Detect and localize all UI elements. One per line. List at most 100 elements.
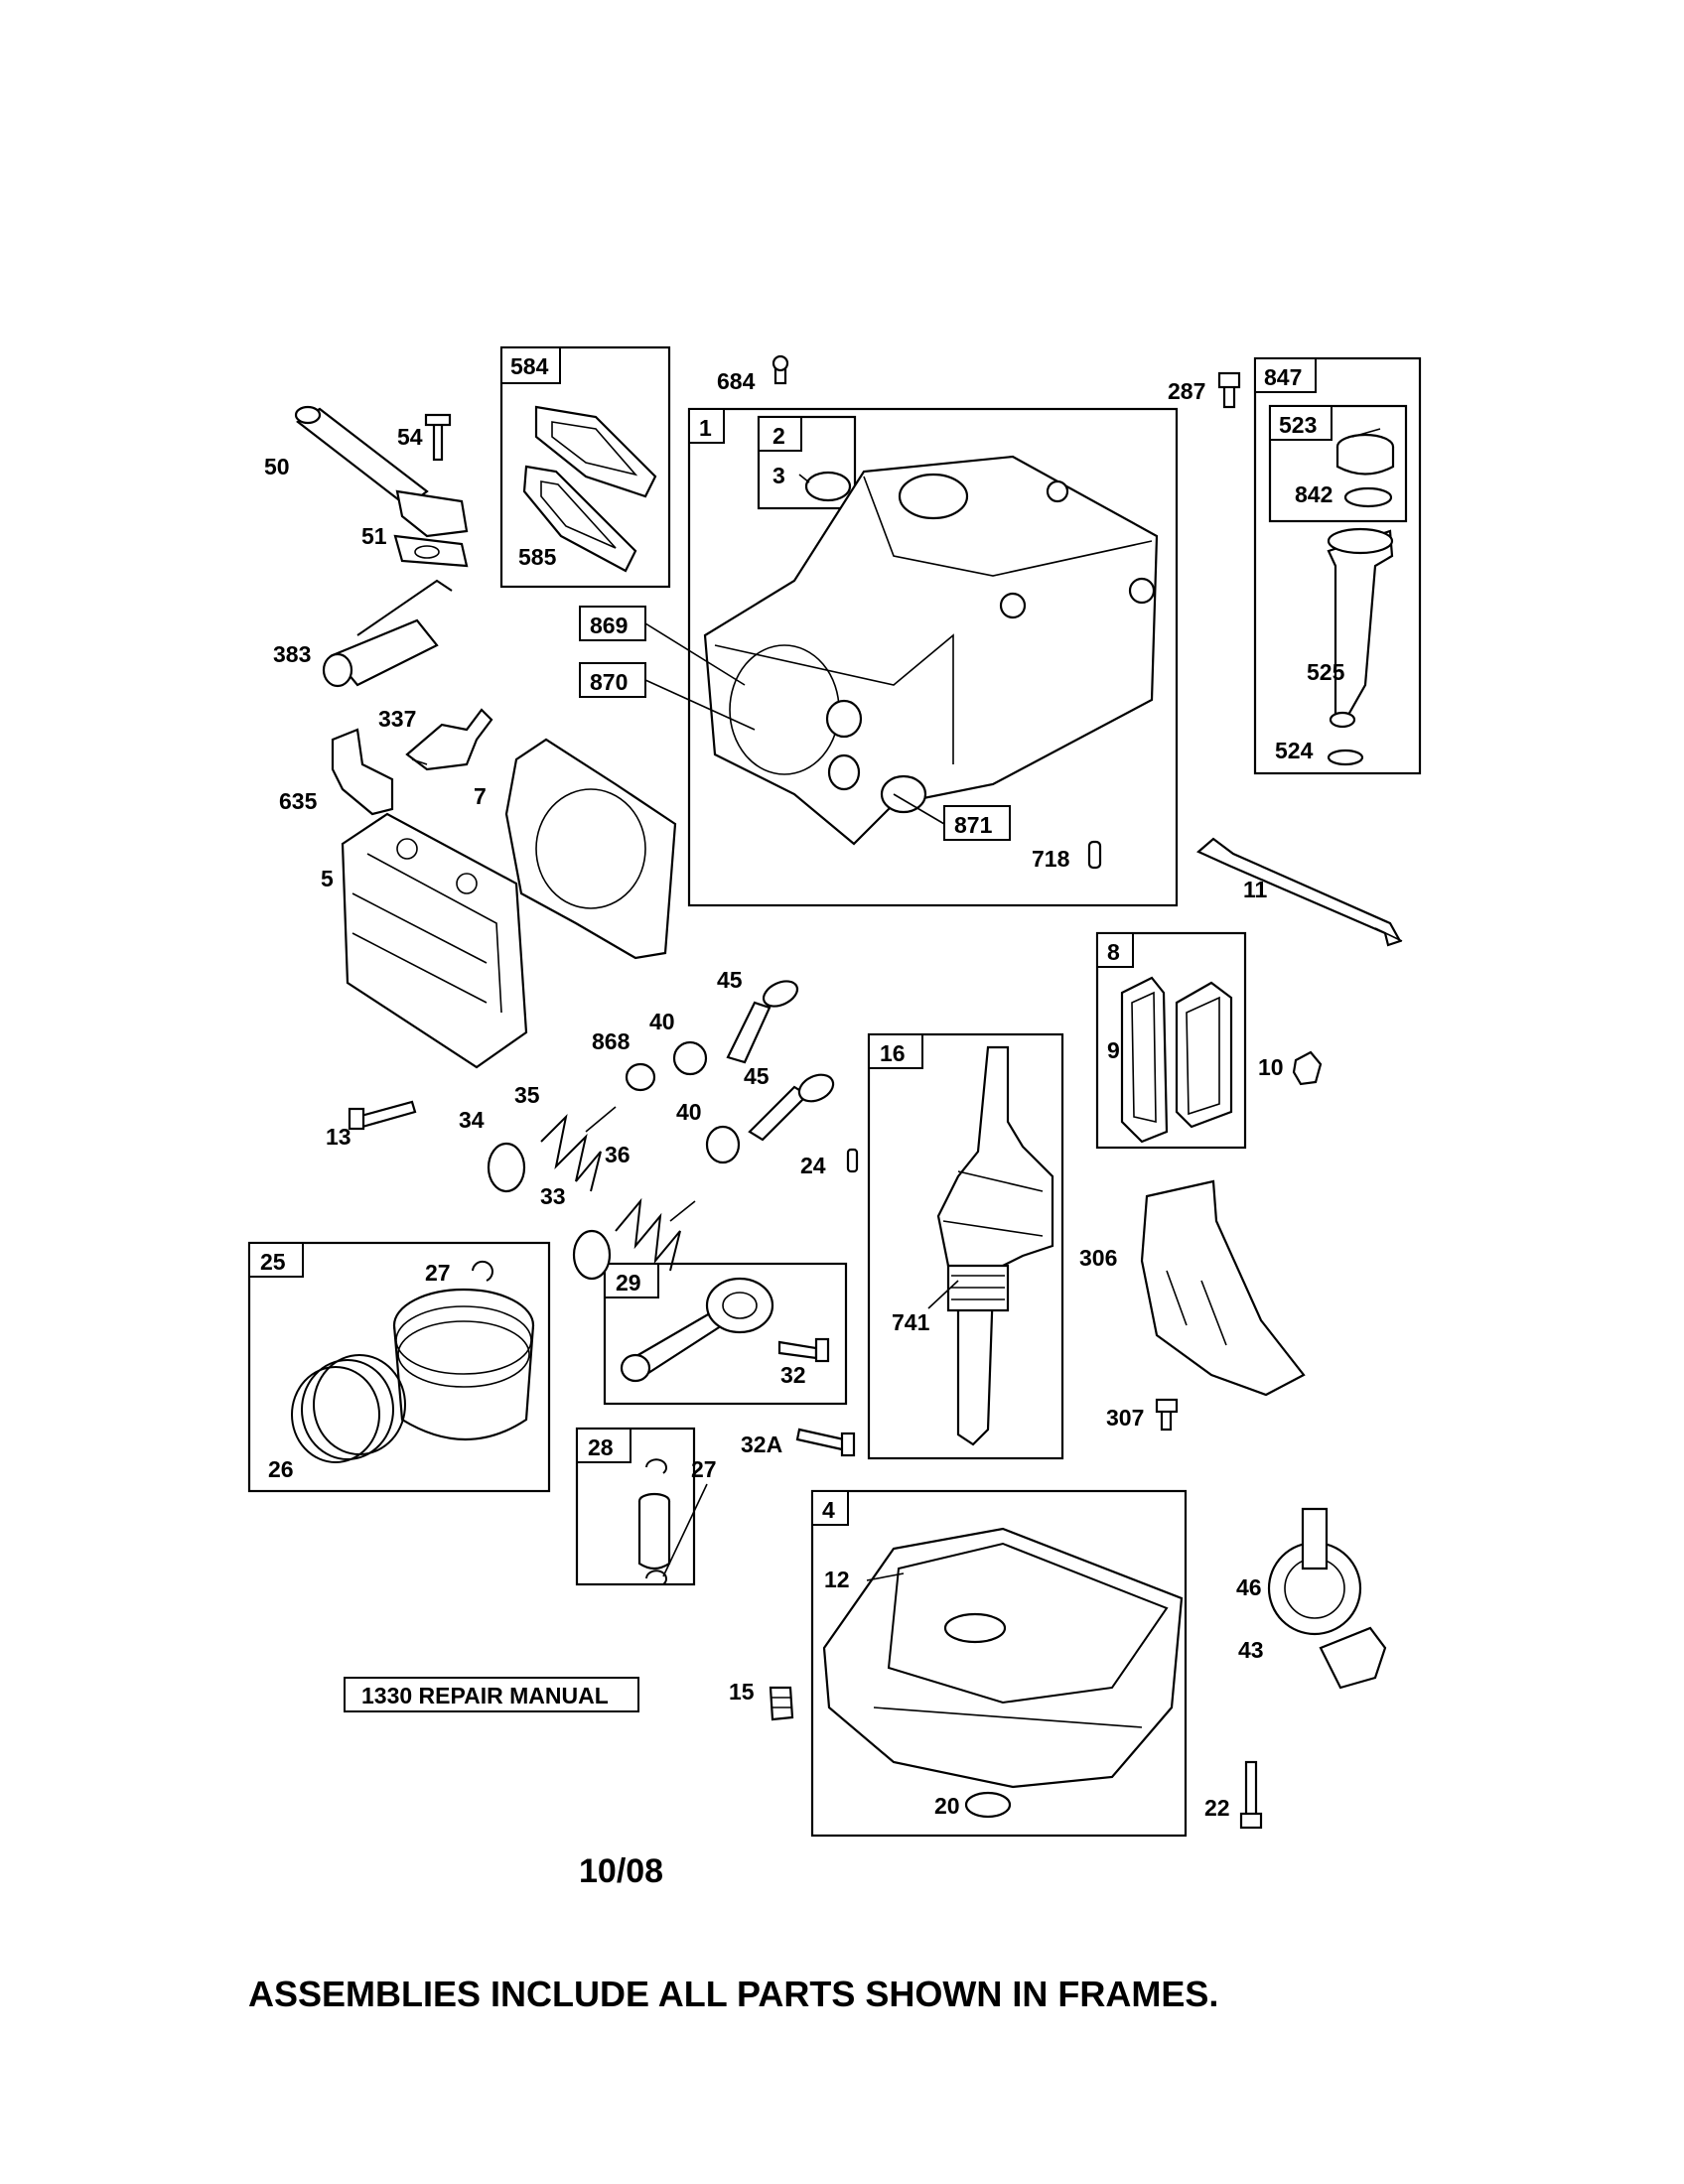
part-287-plug (1217, 371, 1241, 409)
part-868-seal (625, 1062, 656, 1092)
label-36: 36 (605, 1142, 631, 1167)
leader-3 (798, 474, 810, 483)
assembly-footnote: ASSEMBLIES INCLUDE ALL PARTS SHOWN IN FR… (248, 1974, 1219, 2014)
part-35-spring (540, 1106, 617, 1192)
part-684-screw (772, 354, 789, 385)
label-15: 15 (729, 1679, 755, 1705)
part-10-screw (1292, 1050, 1323, 1086)
label-51: 51 (361, 523, 387, 549)
part-524-o-ring (1327, 749, 1364, 766)
label-10: 10 (1258, 1054, 1284, 1080)
label-27-b: 27 (691, 1456, 717, 1482)
part-28-wrist-pin (637, 1492, 671, 1570)
tag-box-8 (1096, 932, 1134, 968)
part-40-retainer-a (672, 1040, 708, 1076)
part-842-o-ring (1343, 486, 1393, 508)
label-287: 287 (1168, 378, 1205, 404)
frame-label-870: 870 (590, 669, 628, 695)
part-54-bolt (424, 413, 452, 462)
frame-29 (603, 1262, 848, 1406)
label-11: 11 (1243, 877, 1268, 902)
frame-2 (757, 415, 857, 510)
part-16-crankshaft (936, 1045, 1054, 1446)
label-33: 33 (540, 1183, 566, 1209)
label-718: 718 (1032, 846, 1070, 872)
part-27-clip-c (645, 1570, 667, 1585)
part-32-screw (777, 1337, 830, 1363)
label-40-a: 40 (649, 1009, 675, 1034)
label-27-a: 27 (425, 1260, 451, 1286)
label-20: 20 (934, 1793, 960, 1819)
part-25-piston (392, 1288, 535, 1441)
label-684: 684 (717, 368, 756, 394)
part-4-sump (822, 1527, 1184, 1789)
tag-box-870 (579, 662, 646, 698)
repair-manual-label: 1330 REPAIR MANUAL (344, 1677, 639, 1712)
frame-label-523: 523 (1279, 412, 1317, 438)
part-20-seal (964, 1791, 1012, 1819)
revision-date: 10/08 (579, 1852, 664, 1890)
part-525-fill-tube (1327, 527, 1394, 729)
leader-27-a (662, 1483, 708, 1577)
frame-4 (810, 1489, 1188, 1838)
label-13: 13 (326, 1124, 351, 1150)
part-22-screw (1239, 1760, 1263, 1830)
part-26-rings (291, 1354, 406, 1463)
frame-label-25: 25 (260, 1249, 286, 1275)
tag-box-2 (758, 416, 802, 452)
part-13-screw (348, 1100, 417, 1131)
frame-label-29: 29 (616, 1270, 641, 1296)
frame-label-2: 2 (772, 423, 785, 449)
part-7-head-gasket (504, 738, 677, 960)
frame-label-28: 28 (588, 1434, 614, 1460)
label-868: 868 (592, 1028, 631, 1054)
leader-869 (644, 622, 746, 686)
part-718-pin (1087, 840, 1102, 870)
label-307: 307 (1106, 1405, 1144, 1431)
frame-label-871: 871 (954, 812, 993, 838)
part-40-retainer-b (705, 1125, 741, 1164)
leader-741 (927, 1280, 959, 1309)
tag-box-1 (688, 408, 725, 444)
label-741: 741 (892, 1309, 930, 1335)
tag-box-871 (943, 805, 1011, 841)
part-11-dipstick (1195, 837, 1403, 947)
part-15-plug (769, 1686, 794, 1721)
part-5-cylinder-head (341, 812, 528, 1069)
part-33-valve (572, 1229, 612, 1281)
part-45-valve-intake (726, 980, 799, 1064)
tag-box-28 (576, 1428, 632, 1463)
part-24-pin (846, 1148, 859, 1173)
label-525: 525 (1307, 659, 1345, 685)
part-50-tube (294, 405, 469, 538)
tag-box-4 (811, 1490, 849, 1526)
part-523-cap (1335, 428, 1395, 476)
label-306: 306 (1079, 1245, 1117, 1271)
tag-box-523 (1269, 405, 1333, 441)
label-22: 22 (1204, 1795, 1230, 1821)
label-32: 32 (780, 1362, 806, 1388)
label-9: 9 (1107, 1037, 1120, 1063)
label-12: 12 (824, 1567, 850, 1592)
label-842: 842 (1295, 481, 1333, 507)
tag-box-584 (500, 346, 561, 384)
tag-box-847 (1254, 357, 1317, 393)
frame-847 (1253, 356, 1422, 775)
leader-870 (644, 679, 756, 731)
label-32a: 32A (741, 1432, 782, 1457)
label-24: 24 (800, 1153, 826, 1178)
label-7: 7 (474, 783, 487, 809)
leader-12 (866, 1572, 905, 1581)
part-46-governor-gear (1267, 1507, 1362, 1636)
part-9-gasket (1120, 976, 1169, 1144)
label-43: 43 (1238, 1637, 1264, 1663)
label-50: 50 (264, 454, 290, 479)
label-45-b: 45 (744, 1063, 770, 1089)
part-43-governor-cup (1319, 1626, 1387, 1690)
frame-1-crankcase (687, 407, 1179, 907)
frame-523 (1268, 404, 1408, 523)
label-54: 54 (397, 424, 423, 450)
label-34: 34 (459, 1107, 485, 1133)
label-585: 585 (518, 544, 557, 570)
label-3: 3 (772, 463, 785, 488)
